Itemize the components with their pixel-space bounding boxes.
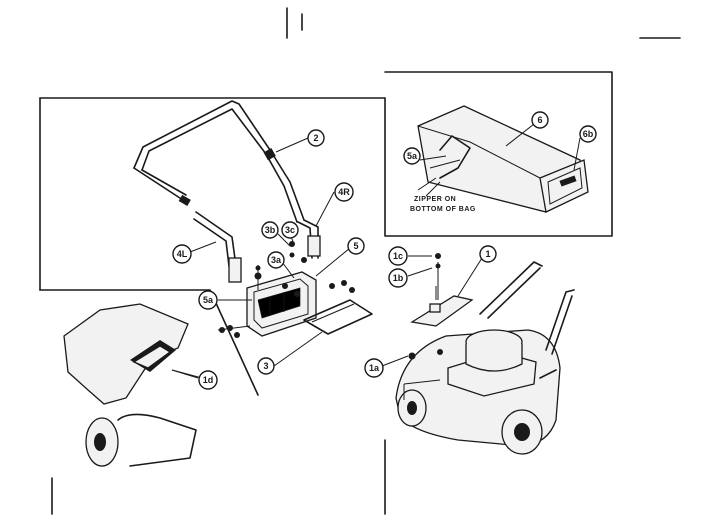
callout-3c: 3c (281, 221, 299, 239)
callout-3: 3 (257, 357, 275, 375)
zipper-note-line1: ZIPPER ON (414, 196, 456, 203)
grass-bag (417, 105, 589, 213)
leader-lines (171, 123, 581, 379)
svg-text:5a: 5a (203, 295, 214, 305)
callout-1b: 1b (388, 268, 408, 288)
callout-1a: 1a (364, 358, 384, 378)
svg-text:5a: 5a (407, 151, 418, 161)
svg-text:3c: 3c (285, 225, 295, 235)
callout-6: 6 (531, 111, 549, 129)
svg-text:2: 2 (313, 133, 318, 143)
svg-text:4L: 4L (177, 249, 188, 259)
callout-5a-bag: 5a (403, 147, 421, 165)
callout-3a: 3a (267, 251, 285, 269)
zipper-note-line2: BOTTOM OF BAG (410, 206, 476, 213)
callout-1d: 1d (198, 370, 218, 390)
hardware-nuts (217, 241, 355, 338)
callout-5a-catcher: 5a (198, 290, 218, 310)
svg-text:3b: 3b (265, 225, 276, 235)
svg-text:1d: 1d (203, 375, 214, 385)
callout-4r: 4R (334, 182, 354, 202)
svg-text:6b: 6b (583, 129, 594, 139)
panel-borders (39, 7, 681, 515)
callout-5: 5 (347, 237, 365, 255)
svg-text:1a: 1a (369, 363, 380, 373)
callout-4l: 4L (172, 244, 192, 264)
lower-handle-right (297, 219, 321, 259)
svg-text:1c: 1c (393, 251, 403, 261)
callout-1c: 1c (388, 246, 408, 266)
svg-text:3a: 3a (271, 255, 282, 265)
mower (395, 261, 575, 455)
lower-handle-left (193, 211, 242, 283)
detail-inset (63, 303, 203, 467)
svg-text:6: 6 (537, 115, 542, 125)
svg-text:1: 1 (485, 249, 490, 259)
upper-handle (133, 100, 305, 223)
deflector-1 (410, 253, 474, 327)
callout-1: 1 (479, 245, 497, 263)
callout-2: 2 (307, 129, 325, 147)
catcher-bracket-3 (303, 299, 373, 335)
catcher-frame (246, 271, 317, 337)
callout-3b: 3b (261, 221, 279, 239)
svg-text:3: 3 (263, 361, 268, 371)
callout-6b: 6b (579, 125, 597, 143)
svg-text:1b: 1b (393, 273, 404, 283)
svg-text:5: 5 (353, 241, 358, 251)
svg-text:4R: 4R (338, 187, 350, 197)
